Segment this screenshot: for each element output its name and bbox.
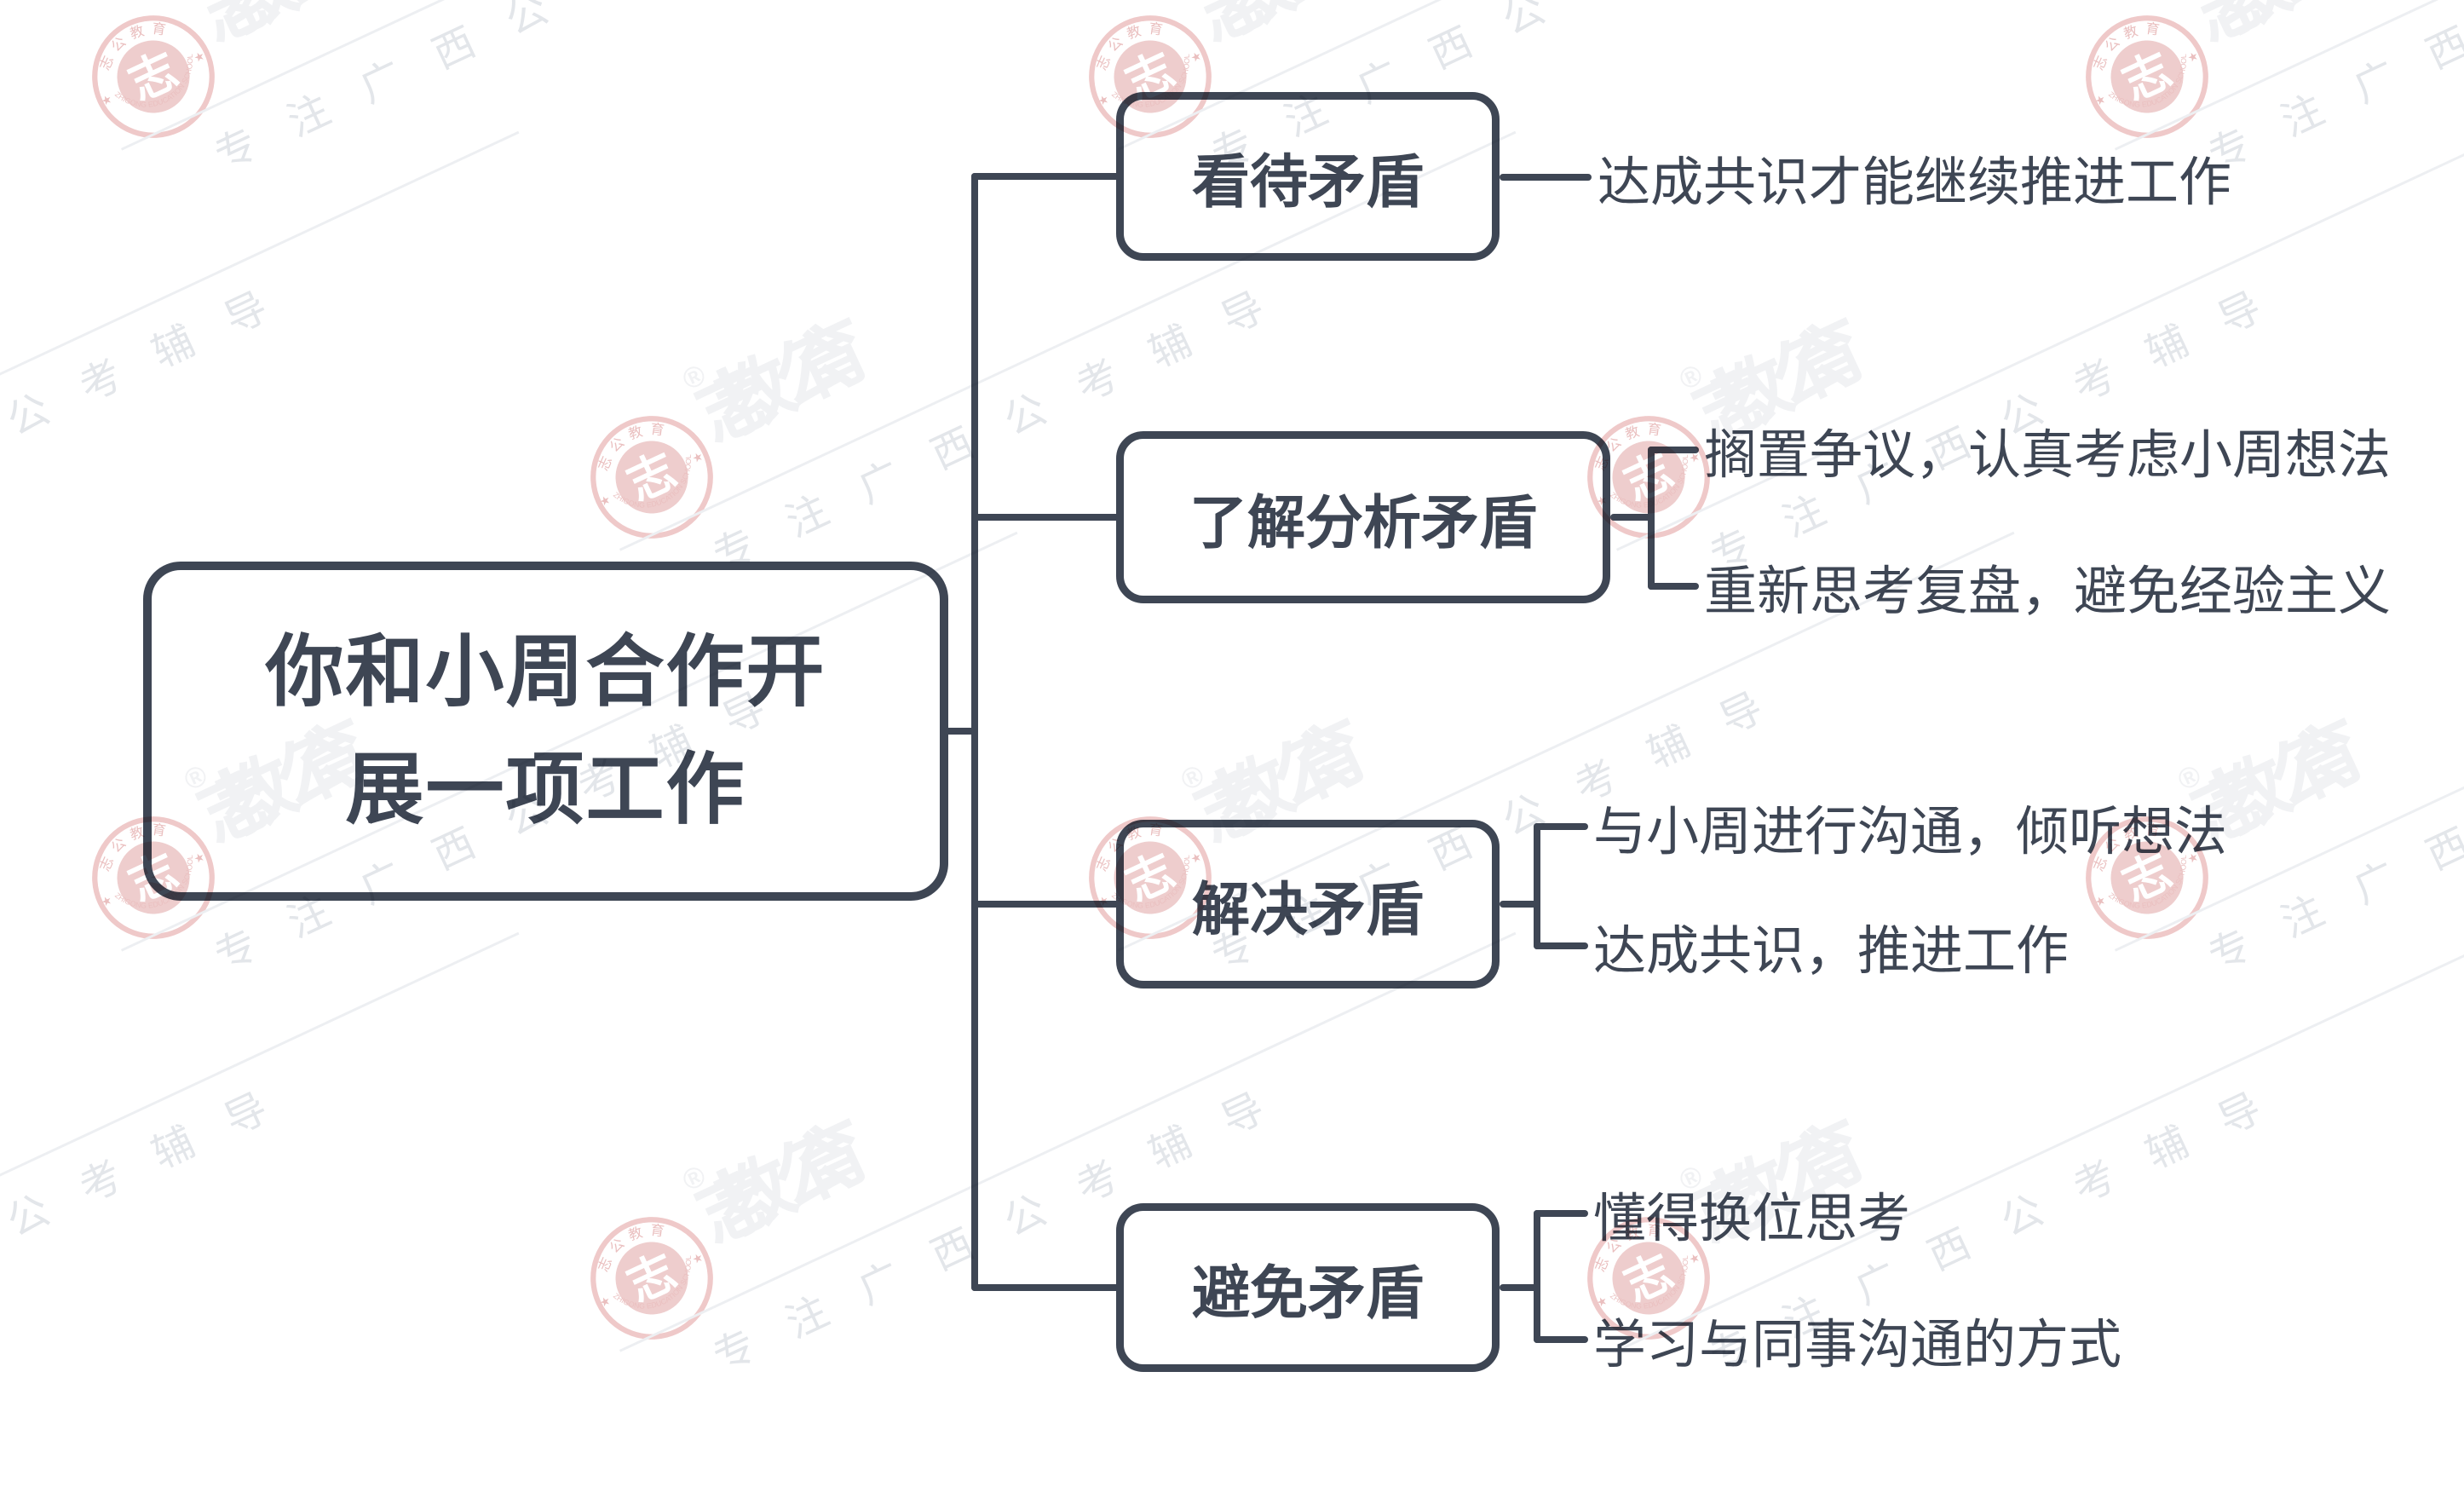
seal-ring-bottom-text: ZHIGONG EDUCATION SCHOOL (608, 1253, 706, 1325)
seal-star-right: ★ (192, 49, 207, 65)
leaf-label[interactable]: 达成共识才能继续推进工作 (1598, 153, 2232, 212)
branch-node-3[interactable]: 解决矛盾 (1116, 820, 1500, 988)
watermark-brand-text: 志公®教育 (677, 301, 891, 458)
watermark-divider-line (120, 0, 1018, 151)
connector-line (971, 514, 1123, 521)
registered-mark: ® (1176, 758, 1210, 798)
svg-text:ZHIGONG EDUCATION SCHOOL: ZHIGONG EDUCATION SCHOOL (608, 1253, 706, 1325)
watermark-divider-line (0, 931, 520, 1352)
leaf-label[interactable]: 搁置争议，认真考虑小周想法 (1704, 426, 2392, 485)
seal-star-right: ★ (690, 449, 705, 465)
connector-line (1500, 174, 1592, 181)
branch-node-1[interactable]: 看待矛盾 (1116, 92, 1500, 261)
leaf-label[interactable]: 学习与同事沟通的方式 (1593, 1316, 2122, 1375)
registered-mark: ® (1674, 358, 1708, 397)
seal-star-right: ★ (1687, 1250, 1702, 1266)
watermark-tagline-text: 专注广西公考辅导 (2202, 0, 2464, 180)
zhigong-seal-icon: 志 志公教育 ZHIGONG EDUCATION SCHOOL ★ ★ (586, 410, 713, 539)
branch-node-label: 看待矛盾 (1191, 149, 1424, 215)
branch-node-label: 了解分析矛盾 (1189, 490, 1537, 556)
watermark-divider-line (0, 130, 520, 551)
svg-text:ZHIGONG EDUCATION SCHOOL: ZHIGONG EDUCATION SCHOOL (110, 51, 208, 124)
seal-star-left: ★ (597, 493, 613, 509)
leaf-label[interactable]: 与小周进行沟通，倾听想法 (1593, 803, 2228, 862)
connector-line (1534, 942, 1588, 949)
seal-ring-bottom-text: ZHIGONG EDUCATION SCHOOL (2104, 51, 2202, 124)
connector-line (1534, 1210, 1588, 1217)
root-node-label: 你和小周合作开 展一项工作 (265, 629, 826, 833)
watermark-tagline-text: 专注广西公考辅导 (0, 268, 310, 580)
seal-ring-top-text: 志公教育 (586, 1211, 679, 1278)
connector-line (971, 1284, 1123, 1291)
watermark-tagline-text: 专注广西公考辅导 (2202, 668, 2464, 981)
connector-line (971, 173, 1123, 180)
watermark-tagline-text: 专注广西公考辅导 (208, 0, 809, 180)
watermark-tagline-text: 专注广西公考辅导 (0, 1069, 310, 1381)
branch-node-label: 避免矛盾 (1191, 1260, 1424, 1326)
seal-star-left: ★ (597, 1294, 613, 1310)
svg-text:志公教育: 志公教育 (586, 1211, 679, 1278)
seal-ring-bottom-text: ZHIGONG EDUCATION SCHOOL (608, 452, 706, 524)
seal-star-left: ★ (1096, 92, 1111, 108)
seal-ring-top-text: 志公教育 (88, 9, 181, 77)
zhigong-seal-icon: 志 志公教育 ZHIGONG EDUCATION SCHOOL ★ ★ (2081, 9, 2208, 138)
seal-star-right: ★ (690, 1250, 705, 1266)
seal-star-left: ★ (99, 92, 114, 108)
seal-ring-top-text: 志公教育 (1085, 9, 1177, 77)
connector-line (1648, 583, 1699, 590)
leaf-label[interactable]: 达成共识，推进工作 (1593, 922, 2070, 981)
branch-node-4[interactable]: 避免矛盾 (1116, 1203, 1500, 1372)
root-node[interactable]: 你和小周合作开 展一项工作 (143, 562, 948, 901)
seal-star-left: ★ (99, 893, 114, 909)
leaf-label[interactable]: 重新思考复盘，避免经验主义 (1704, 562, 2392, 621)
seal-character: 志 (619, 443, 684, 510)
watermark-divider-line (1615, 931, 2464, 1352)
registered-mark: ® (677, 358, 711, 397)
watermark-brand-text: 志公®教育 (677, 1102, 891, 1259)
watermark-brand-text: 志公®教育 (186, 0, 392, 57)
connector-line (1534, 1210, 1540, 1343)
seal-star-right: ★ (2185, 49, 2201, 65)
connector-line (1534, 823, 1540, 949)
seal-ring-bottom-text: ZHIGONG EDUCATION SCHOOL (110, 51, 208, 124)
svg-text:ZHIGONG EDUCATION SCHOOL: ZHIGONG EDUCATION SCHOOL (2104, 51, 2202, 124)
registered-mark: ® (677, 1159, 711, 1198)
seal-character: 志 (121, 43, 186, 110)
seal-character: 志 (2115, 43, 2179, 110)
seal-character: 志 (619, 1244, 684, 1311)
connector-line (1500, 1284, 1540, 1291)
svg-text:志公教育: 志公教育 (2081, 9, 2174, 77)
svg-text:志公教育: 志公教育 (1085, 9, 1177, 77)
seal-star-left: ★ (2093, 92, 2108, 108)
svg-text:志公教育: 志公教育 (88, 9, 181, 77)
seal-ring-top-text: 志公教育 (586, 410, 679, 477)
seal-star-right: ★ (1189, 49, 1204, 65)
watermark-brand-text: 志公®教育 (2179, 0, 2386, 57)
svg-text:ZHIGONG EDUCATION SCHOOL: ZHIGONG EDUCATION SCHOOL (608, 452, 706, 524)
connector-line (1648, 447, 1655, 590)
leaf-label[interactable]: 懂得换位思考 (1593, 1190, 1911, 1248)
connector-line (1534, 1336, 1588, 1343)
watermark-divider-line (2114, 0, 2464, 151)
branch-node-2[interactable]: 了解分析矛盾 (1116, 431, 1610, 603)
seal-star-left: ★ (2093, 893, 2108, 909)
branch-node-label: 解决矛盾 (1191, 877, 1424, 942)
connector-line (971, 173, 978, 1291)
zhigong-seal-icon: 志 志公教育 ZHIGONG EDUCATION SCHOOL ★ ★ (586, 1211, 713, 1340)
zhigong-seal-icon: 志 志公教育 ZHIGONG EDUCATION SCHOOL ★ ★ (88, 9, 215, 138)
connector-line (1648, 447, 1699, 453)
seal-ring-top-text: 志公教育 (2081, 9, 2174, 77)
watermark-brand-text: 志公®教育 (1183, 0, 1389, 57)
connector-line (971, 901, 1123, 908)
connector-line (1534, 823, 1588, 830)
svg-text:志公教育: 志公教育 (586, 410, 679, 477)
